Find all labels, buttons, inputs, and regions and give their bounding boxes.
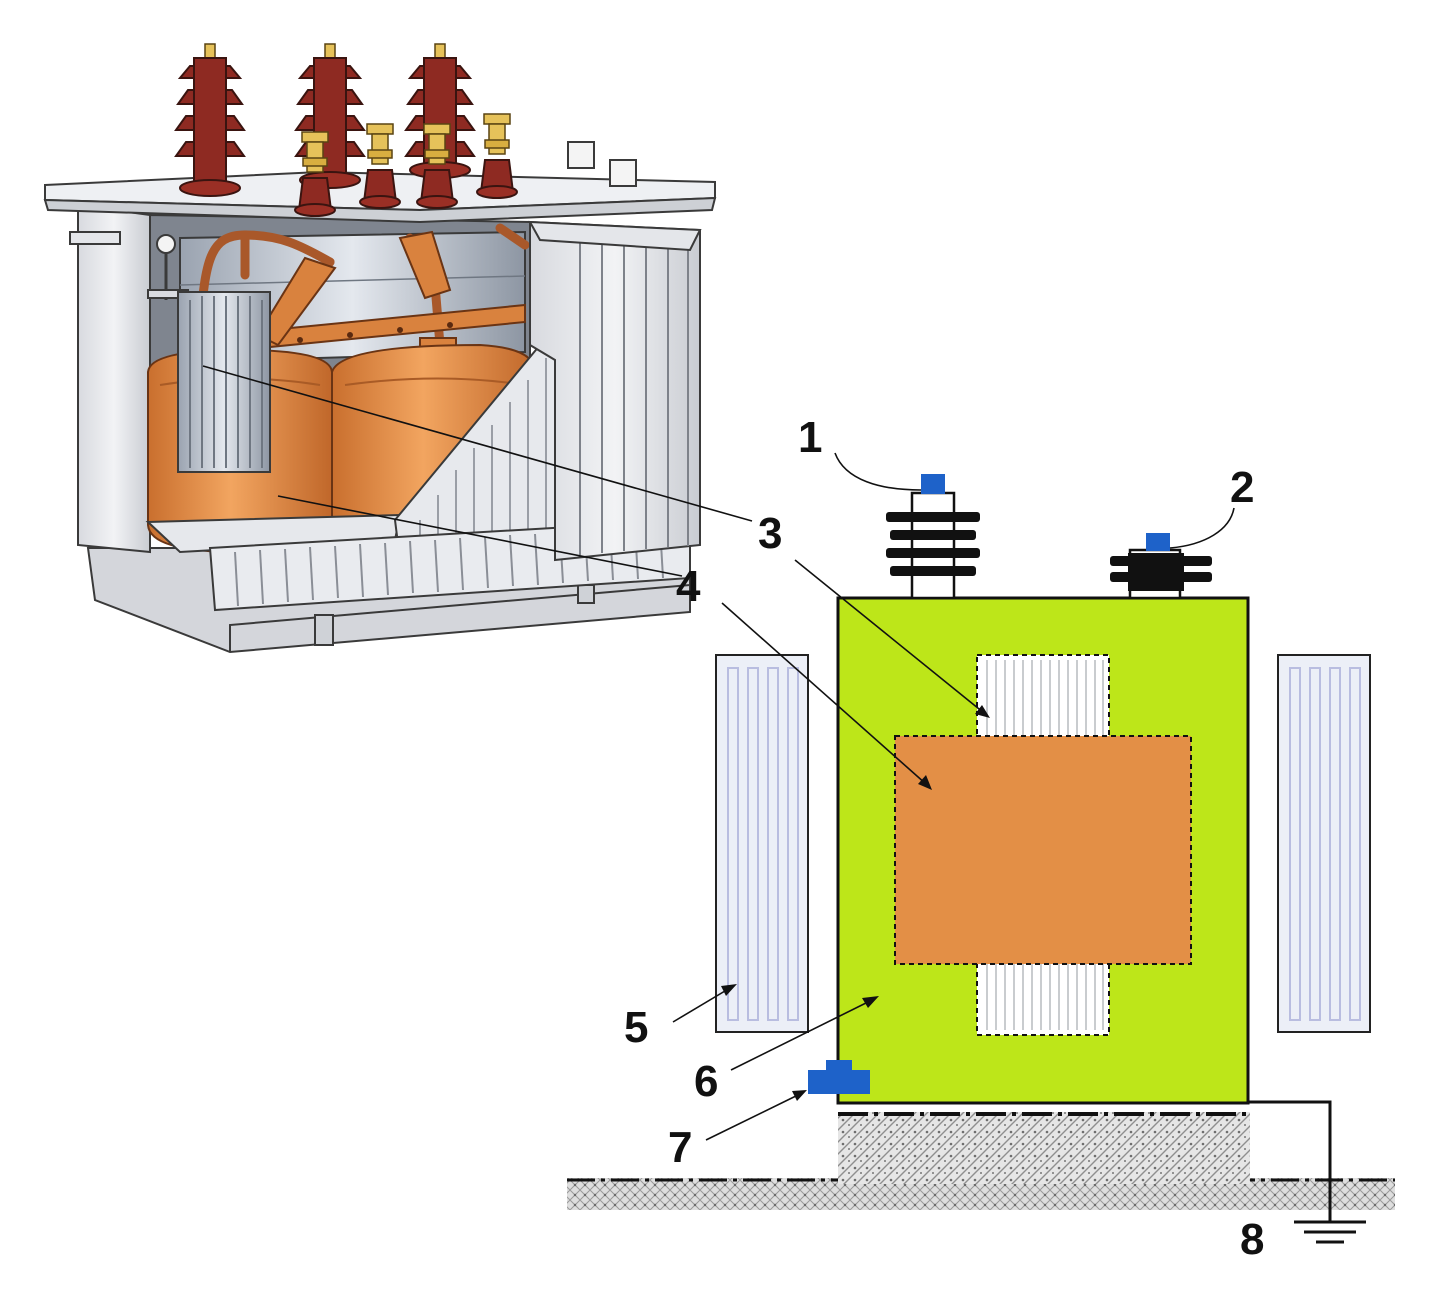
tank-wall-left <box>77 203 151 554</box>
radiator-right <box>1277 654 1371 1033</box>
oil-gauge-icon <box>147 234 189 300</box>
tank-foot-left <box>314 614 334 646</box>
callout-8: 8 <box>1240 1215 1264 1264</box>
drain-valve-icon <box>808 1060 870 1094</box>
leader-arrowheads <box>721 705 990 1101</box>
callout-4: 4 <box>676 562 701 611</box>
tank-foot-right <box>577 584 595 604</box>
winding <box>894 735 1192 965</box>
foundation <box>838 1112 1250 1184</box>
callout-2: 2 <box>1230 463 1254 512</box>
callout-3: 3 <box>758 509 782 558</box>
core-leg <box>177 291 271 473</box>
ground-symbol-icon <box>1294 1220 1366 1244</box>
radiator-left <box>715 654 809 1033</box>
callout-7: 7 <box>668 1123 692 1172</box>
hv-bushing-icon <box>404 43 476 179</box>
lv-bushing-icon <box>416 123 458 209</box>
lv-bushing-icon <box>1110 533 1212 600</box>
schematic <box>202 365 1395 1244</box>
hv-bushing-icon <box>886 474 980 600</box>
hv-bushings <box>174 43 476 197</box>
cutaway-illustration <box>43 43 717 654</box>
callout-1: 1 <box>798 413 822 462</box>
callout-5: 5 <box>624 1003 648 1052</box>
leader-lines <box>202 365 1235 1141</box>
lv-bushings <box>294 113 518 217</box>
hv-bushing-icon <box>174 43 246 197</box>
side-radiator <box>528 220 702 562</box>
callout-6: 6 <box>694 1057 718 1106</box>
ground-conductor <box>1248 1100 1332 1222</box>
lv-bushing-icon <box>359 123 401 209</box>
callout-labels: 1 2 3 4 5 6 7 8 <box>624 413 1264 1264</box>
lifting-lugs <box>567 141 637 187</box>
hv-bushing-icon <box>294 43 366 189</box>
lv-bushing-icon <box>476 113 518 199</box>
lv-bushing-icon <box>294 131 336 217</box>
